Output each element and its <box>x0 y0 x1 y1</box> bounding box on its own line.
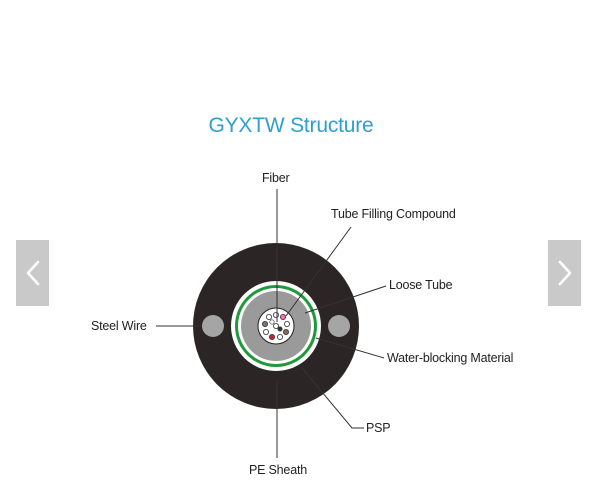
fiber-strand <box>283 320 290 327</box>
chevron-left-icon <box>26 260 39 286</box>
steel-wire-right <box>328 315 350 337</box>
fiber-label: Fiber <box>262 171 290 185</box>
fiber-strand <box>282 328 289 335</box>
chevron-right-icon <box>558 260 571 286</box>
fiber-strand <box>272 311 279 318</box>
fiber-strand <box>265 313 272 320</box>
tube-filling-leader <box>285 226 352 317</box>
steel-wire-left <box>202 315 224 337</box>
fiber-strand <box>279 313 286 320</box>
tube-filling-compound-label: Tube Filling Compound <box>331 207 456 221</box>
steel-wire-label: Steel Wire <box>91 319 147 333</box>
fiber-strand <box>261 320 268 327</box>
fiber-strand <box>272 322 279 329</box>
diagram-title: GYXTW Structure <box>208 114 374 137</box>
water-blocking-leader <box>315 337 385 359</box>
next-slide-button[interactable] <box>548 240 581 306</box>
loose-tube-leader <box>304 285 387 314</box>
fiber-strand <box>262 328 269 335</box>
loose-tube-label: Loose Tube <box>389 278 453 292</box>
psp-label: PSP <box>366 421 391 435</box>
fiber-strand <box>268 333 275 340</box>
fiber-strand <box>277 326 283 332</box>
fiber-strand <box>276 333 283 340</box>
fiber-strand <box>269 319 275 325</box>
prev-slide-button[interactable] <box>16 240 49 306</box>
pe-sheath-label: PE Sheath <box>249 463 307 477</box>
water-blocking-material-label: Water-blocking Material <box>387 351 514 365</box>
psp-leader <box>301 367 364 429</box>
